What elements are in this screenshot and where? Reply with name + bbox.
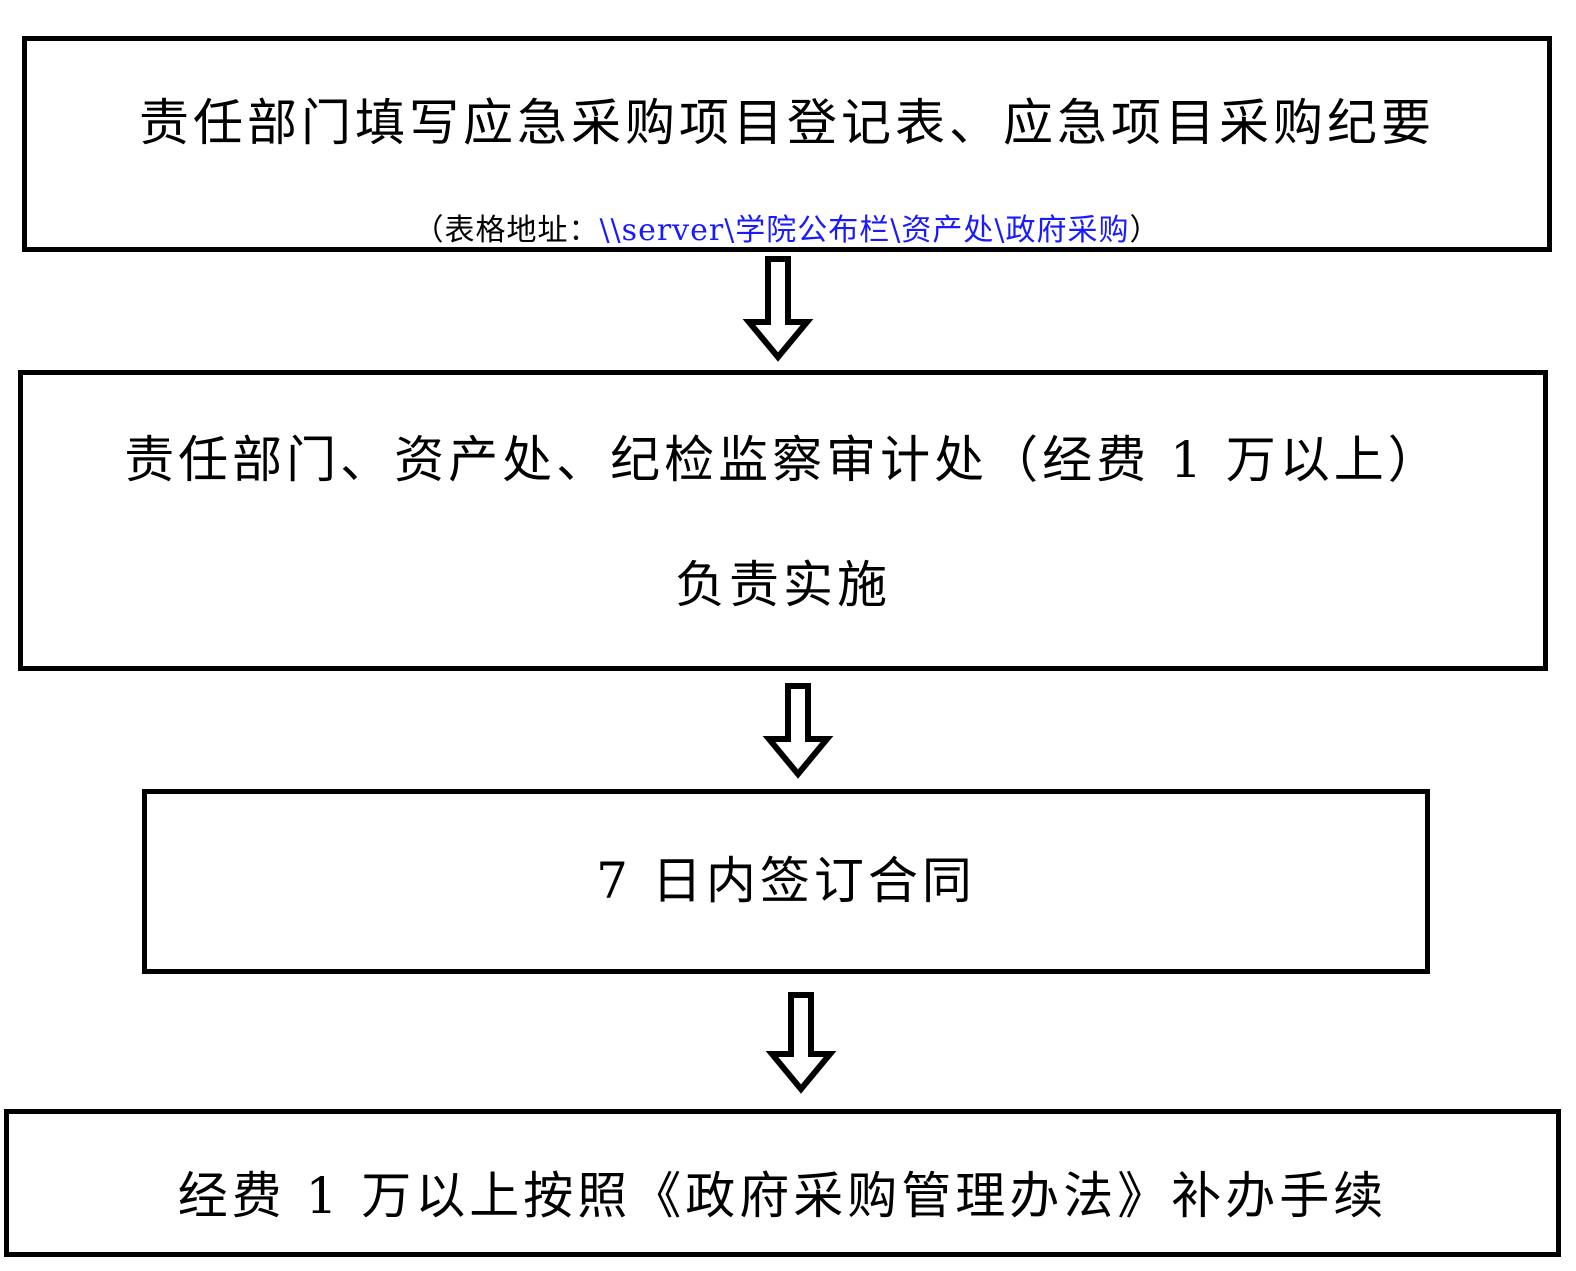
step-1-box: 责任部门填写应急采购项目登记表、应急项目采购纪要 （表格地址：\\server\…	[22, 36, 1552, 252]
step-4-text: 经费 1 万以上按照《政府采购管理办法》补办手续	[177, 1167, 1388, 1225]
form-address-path: \\server\学院公布栏\资产处\政府采购	[599, 213, 1130, 248]
down-arrow-icon	[742, 256, 814, 362]
step-1-note: （表格地址：\\server\学院公布栏\资产处\政府采购）	[27, 205, 1547, 249]
step-2-text-line-1: 责任部门、资产处、纪检监察审计处（经费 1 万以上）	[124, 431, 1442, 489]
down-arrow-icon	[762, 683, 834, 779]
step-1-note-suffix: ）	[1129, 213, 1161, 248]
step-4-box: 经费 1 万以上按照《政府采购管理办法》补办手续	[4, 1109, 1561, 1257]
step-3-box: 7 日内签订合同	[142, 789, 1430, 974]
step-2-box: 责任部门、资产处、纪检监察审计处（经费 1 万以上） 负责实施	[18, 370, 1548, 671]
step-2-text-line-2: 负责实施	[675, 556, 891, 614]
step-1-note-prefix: （表格地址：	[413, 213, 600, 248]
step-3-text: 7 日内签订合同	[596, 852, 976, 910]
down-arrow-icon	[765, 992, 837, 1094]
step-1-text: 责任部门填写应急采购项目登记表、应急项目采购纪要	[139, 94, 1435, 152]
